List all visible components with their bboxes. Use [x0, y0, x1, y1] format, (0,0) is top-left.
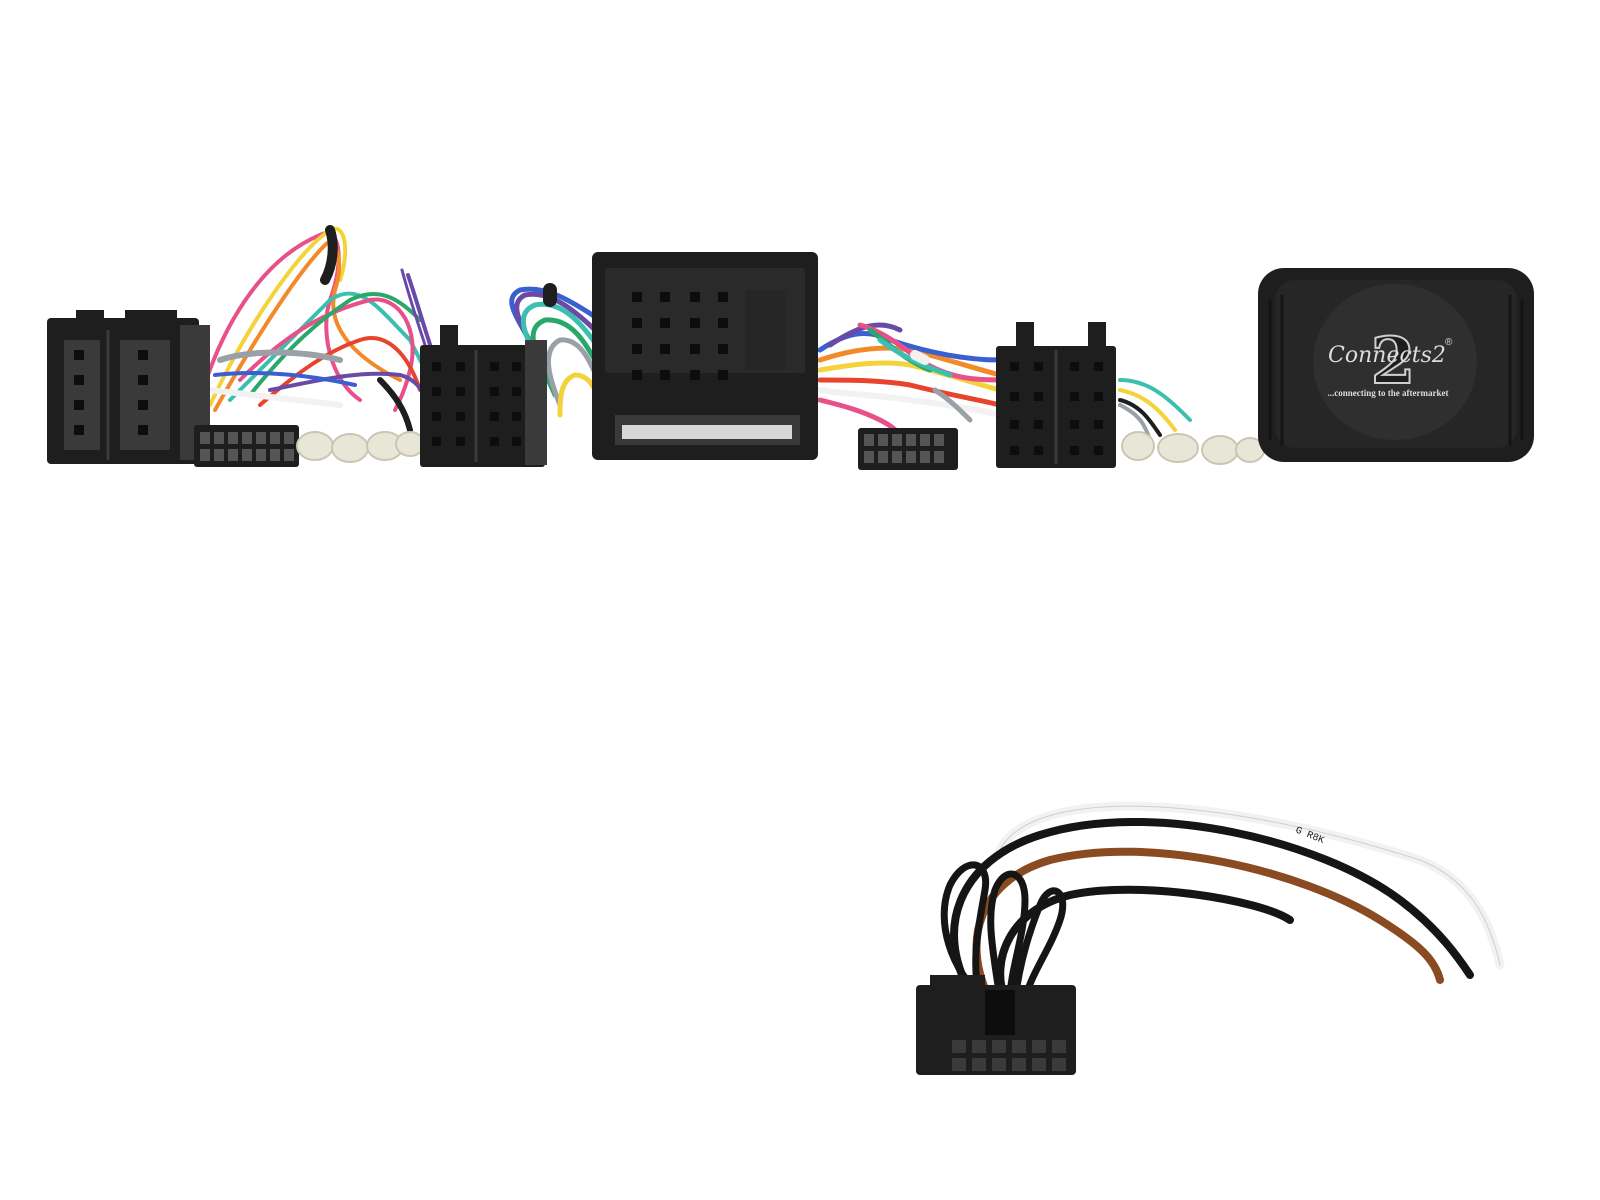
patch-lead-connector	[916, 975, 1076, 1075]
quadlock-connector	[592, 252, 818, 460]
pin-connector-center	[858, 428, 958, 470]
logo-mark: 2	[1371, 324, 1416, 399]
iso-connector-secondary	[420, 325, 547, 467]
harness-wires-right	[1118, 378, 1192, 442]
pin-connector-left	[194, 425, 299, 467]
harness-wires-left	[198, 225, 442, 433]
spade-terminals-right	[1121, 431, 1265, 465]
connects2-logo: 2 Connects2 ® ...connecting to the after…	[1328, 323, 1453, 400]
patch-lead: G R8K	[940, 801, 1505, 1004]
logo-registered: ®	[1445, 337, 1453, 348]
iso-connector-right	[996, 322, 1116, 468]
harness-wires-center-right	[817, 322, 1003, 453]
main-harness	[47, 225, 1265, 470]
interface-module: 2 Connects2 ® ...connecting to the after…	[1258, 268, 1534, 462]
logo-brand: Connects2	[1328, 343, 1446, 368]
spade-terminals-left	[296, 431, 425, 463]
iso-connector-main	[47, 310, 210, 464]
logo-tagline: ...connecting to the aftermarket	[1328, 388, 1449, 398]
